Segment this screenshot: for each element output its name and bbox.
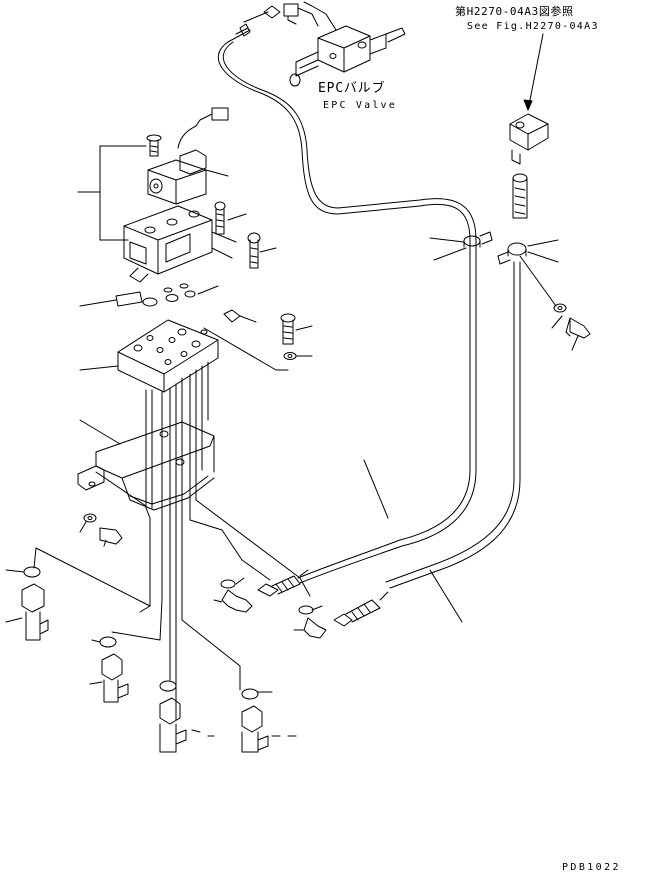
harness-wires (33, 361, 311, 721)
tube-right-to-lower-fitting (385, 261, 521, 589)
gasket-set (79, 283, 219, 307)
solenoid-valve-assembly (77, 107, 277, 283)
drawing-number: PDB1022 (562, 862, 621, 873)
bolt-washer-left (79, 513, 123, 547)
callout-leaders (363, 459, 463, 623)
bolt-washer-right (519, 255, 591, 351)
epc-valve-label-english: EPC Valve (323, 100, 397, 111)
epc-valve-label-japanese: EPCバルブ (318, 81, 386, 96)
tube-epc-to-lower-fitting (217, 41, 477, 584)
plug-and-bolt (223, 309, 313, 360)
reference-note-japanese: 第H2270-04A3図参照 (455, 5, 574, 18)
epc-valve-drawing (227, 1, 406, 87)
reference-note-english: See Fig.H2270-04A3 (467, 21, 599, 32)
lower-fittings (5, 566, 389, 753)
referenced-part-drawing (509, 33, 549, 219)
manifold-plate (79, 319, 289, 393)
tube-clamps (429, 231, 559, 265)
